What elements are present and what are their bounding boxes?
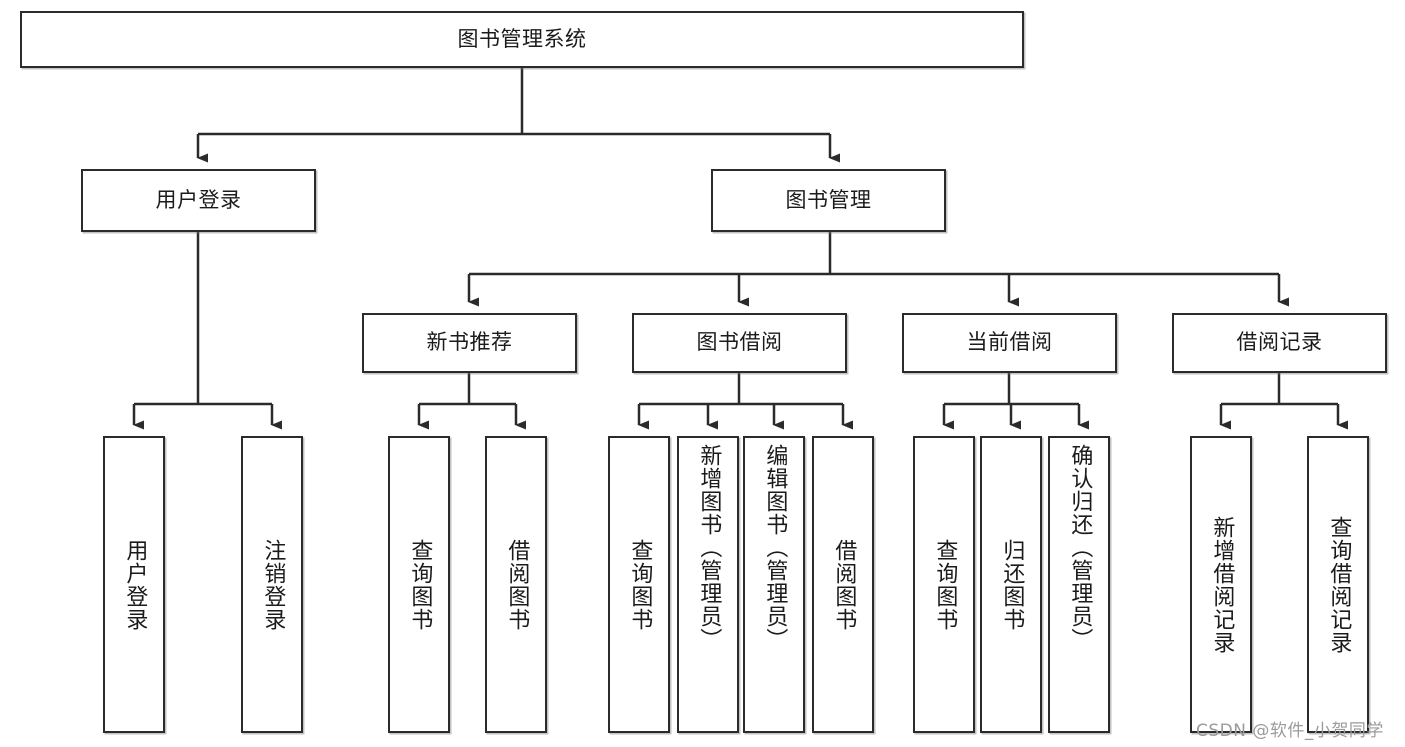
node-leaf-query-book-1-label: 查询图书 (407, 538, 433, 631)
node-leaf-add-book[interactable]: 新增图书（管理员） (677, 436, 739, 733)
node-book-manage[interactable]: 图书管理 (711, 169, 946, 232)
node-leaf-query-book-2[interactable]: 查询图书 (608, 436, 670, 733)
watermark-text: CSDN @软件_小贺同学 (1196, 721, 1384, 741)
node-leaf-user-login[interactable]: 用户登录 (103, 436, 165, 733)
node-leaf-return-book[interactable]: 归还图书 (980, 436, 1042, 733)
node-leaf-return-book-label: 归还图书 (999, 538, 1025, 631)
node-current-borrow[interactable]: 当前借阅 (902, 313, 1117, 373)
node-leaf-query-book-3[interactable]: 查询图书 (913, 436, 975, 733)
node-borrow-record[interactable]: 借阅记录 (1172, 313, 1387, 373)
node-user-login-label: 用户登录 (155, 187, 242, 212)
node-root[interactable]: 图书管理系统 (20, 11, 1024, 68)
node-leaf-borrow-book-2-label: 借阅图书 (831, 538, 857, 631)
node-leaf-query-record-label: 查询借阅记录 (1326, 515, 1352, 654)
node-leaf-confirm-return[interactable]: 确认归还（管理员） (1048, 436, 1110, 733)
node-leaf-borrow-book-1-label: 借阅图书 (504, 538, 530, 631)
node-user-login[interactable]: 用户登录 (81, 169, 316, 232)
node-leaf-query-book-2-label: 查询图书 (627, 538, 653, 631)
node-new-book-recommend[interactable]: 新书推荐 (362, 313, 577, 373)
node-leaf-borrow-book-1[interactable]: 借阅图书 (485, 436, 547, 733)
node-leaf-logout-label: 注销登录 (260, 538, 286, 631)
node-leaf-add-record-label: 新增借阅记录 (1209, 515, 1235, 654)
node-leaf-logout[interactable]: 注销登录 (241, 436, 303, 733)
node-leaf-confirm-return-label: 确认归还（管理员） (1067, 444, 1093, 651)
node-leaf-query-book-3-label: 查询图书 (932, 538, 958, 631)
node-current-borrow-label: 当前借阅 (966, 330, 1053, 355)
node-new-book-recommend-label: 新书推荐 (426, 330, 513, 355)
node-book-manage-label: 图书管理 (785, 187, 872, 212)
node-borrow-record-label: 借阅记录 (1236, 330, 1323, 355)
node-leaf-edit-book-label: 编辑图书（管理员） (762, 444, 788, 651)
node-root-label: 图书管理系统 (457, 26, 587, 51)
node-leaf-edit-book[interactable]: 编辑图书（管理员） (743, 436, 805, 733)
node-leaf-query-book-1[interactable]: 查询图书 (388, 436, 450, 733)
node-leaf-add-record[interactable]: 新增借阅记录 (1190, 436, 1252, 733)
node-leaf-query-record[interactable]: 查询借阅记录 (1307, 436, 1369, 733)
node-book-borrow-label: 图书借阅 (696, 330, 783, 355)
node-book-borrow[interactable]: 图书借阅 (632, 313, 847, 373)
node-leaf-add-book-label: 新增图书（管理员） (696, 444, 722, 651)
node-leaf-borrow-book-2[interactable]: 借阅图书 (812, 436, 874, 733)
node-leaf-user-login-label: 用户登录 (122, 538, 148, 631)
